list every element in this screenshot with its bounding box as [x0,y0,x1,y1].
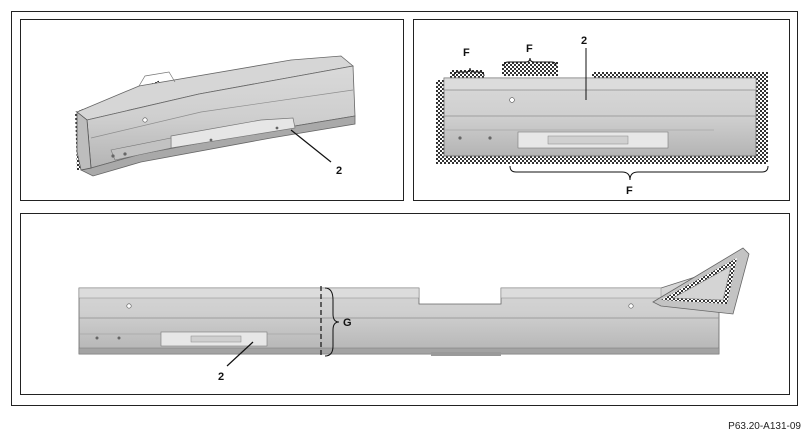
callout-part-2: 2 [218,371,224,383]
callout-g: G [343,317,352,329]
panel-top-right: F F F 2 [413,19,790,201]
figure-frame [11,11,798,406]
leader-line-2 [290,129,332,163]
callout-part-2: 2 [581,35,587,47]
panel-bottom: G 2 [20,213,790,395]
weld-zone-hatch-bottom [436,154,768,164]
panel-top-left: 2 [20,19,404,201]
weld-zone-hatch-top [592,72,768,80]
figure-code: P63.20-A131-09 [728,421,801,432]
callout-f-bottom: F [626,185,633,197]
weld-zone-hatch-f-mid [502,62,558,76]
leader-line-2 [226,341,254,367]
rail-isometric-view: 2 [75,55,356,177]
callout-f-mid: F [526,43,533,55]
rail-full-length-view: G 2 [78,247,750,383]
callout-f-left: F [463,47,470,59]
rail-side-view: F F F 2 [436,35,769,197]
weld-zone-hatch-right [756,78,768,162]
weld-zone-hatch-f-left [450,70,484,80]
callout-part-2: 2 [336,165,342,177]
